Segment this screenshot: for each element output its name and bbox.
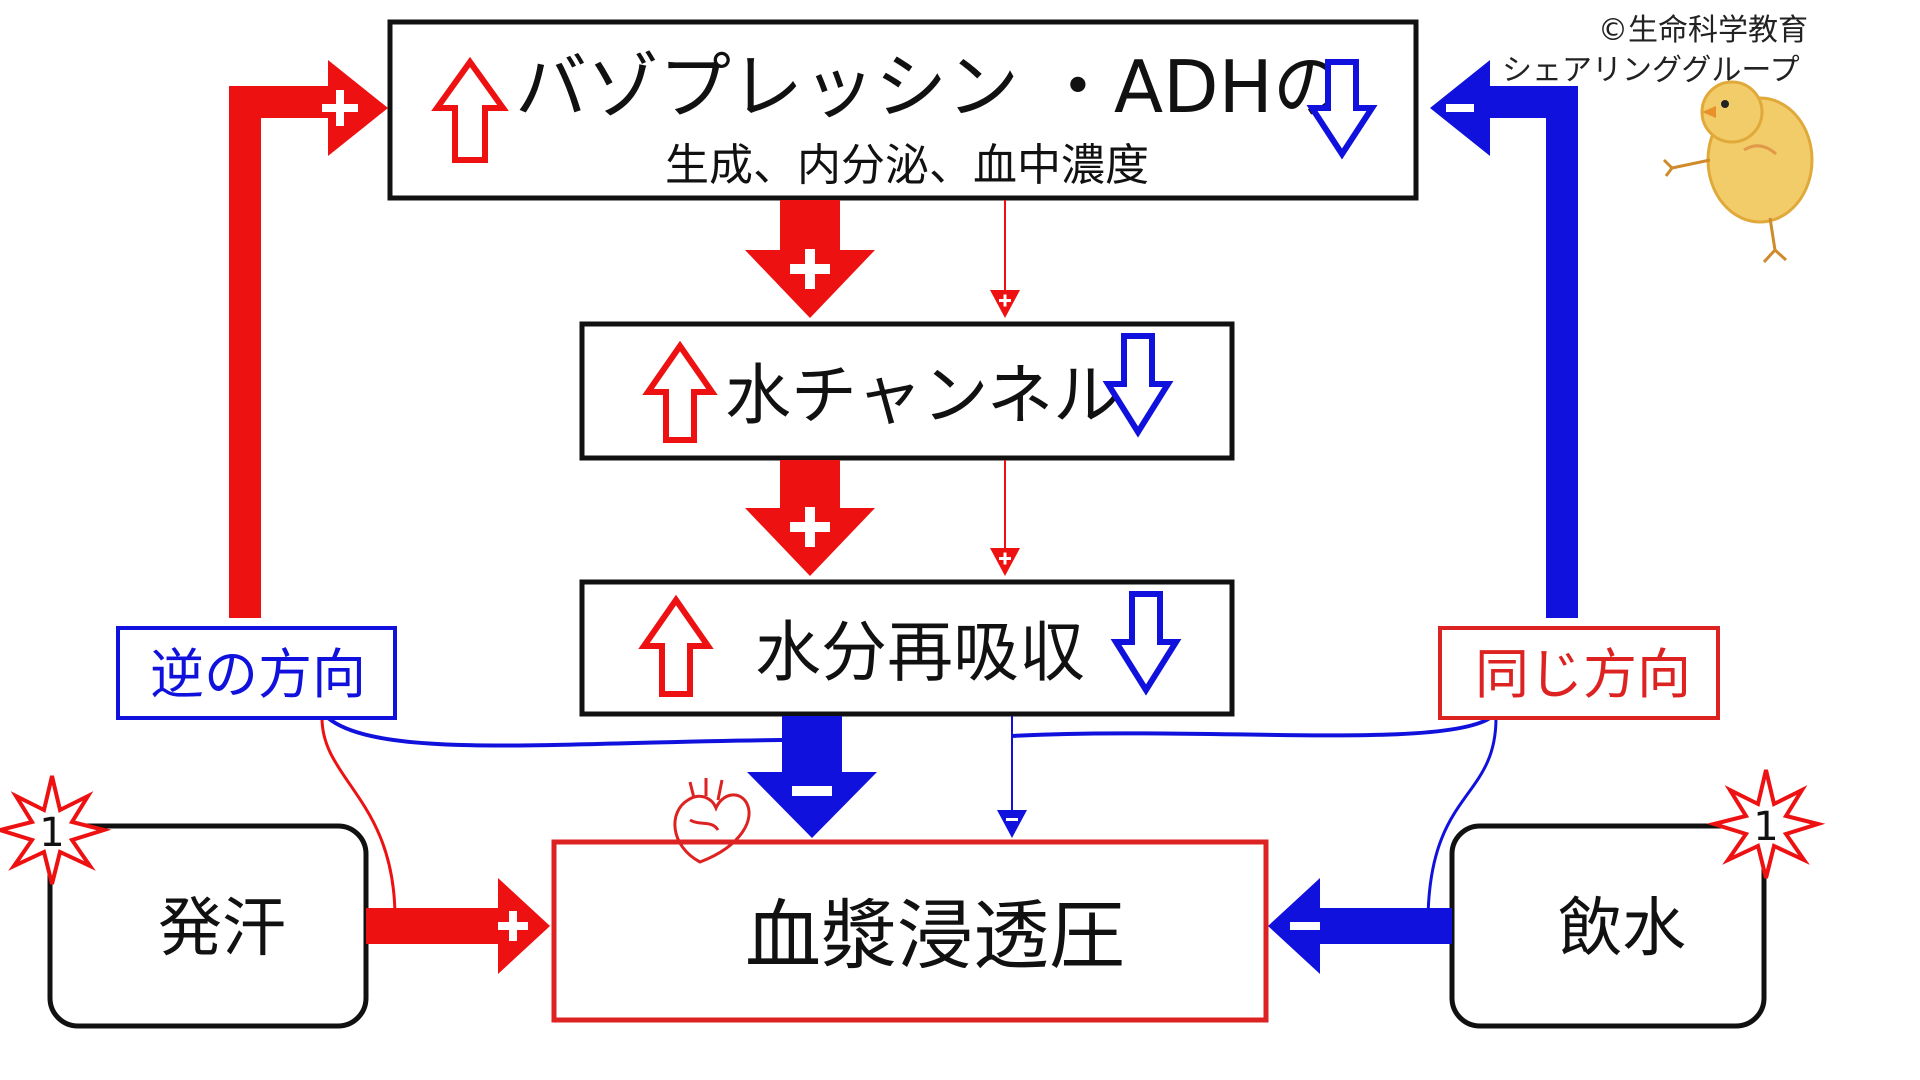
opposite-connector-lines [320, 716, 783, 919]
drinking-badge-number: 1 [1753, 804, 1778, 850]
drinking-box: 飲水 [1449, 823, 1767, 1029]
arrow-reabsorption-to-plasma [747, 716, 877, 838]
drinking-label: 飲水 [1558, 892, 1686, 966]
opposite-direction-label: 逆の方向 [150, 643, 366, 706]
same-connector-lines [1011, 716, 1498, 919]
decrease-arrow-icon [1102, 333, 1174, 438]
copyright-line-2: シェアリンググループ [1502, 53, 1800, 88]
vasopressin-box: バゾプレッシン ・ADHの 生成、内分泌、血中濃度 [387, 19, 1419, 201]
increase-arrow-icon [431, 56, 509, 163]
water-reabsorption-box: 水分再吸収 [579, 579, 1235, 717]
vasopressin-title: バゾプレッシン ・ADHの [515, 45, 1345, 129]
water-channel-label: 水チャンネル [725, 357, 1119, 434]
arrow-channel-to-reabsorption [745, 460, 875, 576]
sweating-label: 発汗 [158, 892, 286, 966]
sweating-badge-number: 1 [39, 810, 64, 856]
increase-arrow-icon [642, 340, 718, 443]
left-feedback-plus-sign [322, 90, 358, 126]
thin-arrow-vasopressin-to-channel [990, 200, 1020, 318]
arrow-sweating-to-plasma [366, 878, 550, 974]
left-feedback-arrow [229, 60, 388, 618]
increase-arrow-icon [638, 594, 714, 697]
right-feedback-minus-sign [1446, 104, 1474, 112]
same-direction-label: 同じ方向 [1475, 643, 1691, 706]
plasma-osmolality-box: 血漿浸透圧 [551, 839, 1269, 1023]
heart-icon [673, 778, 751, 864]
plasma-osmolality-label: 血漿浸透圧 [745, 891, 1125, 980]
decrease-arrow-icon [1110, 591, 1182, 696]
opposite-direction-label-box: 逆の方向 [116, 626, 397, 720]
water-reabsorption-label: 水分再吸収 [755, 614, 1085, 691]
drinking-burst-badge: 1 [1706, 769, 1826, 879]
sweating-box: 発汗 [47, 823, 369, 1029]
thin-arrow-reabsorption-to-plasma [997, 716, 1027, 838]
arrow-drinking-to-plasma [1268, 878, 1452, 974]
water-channel-box: 水チャンネル [579, 321, 1235, 461]
same-direction-label-box: 同じ方向 [1438, 626, 1720, 720]
vasopressin-subtitle: 生成、内分泌、血中濃度 [665, 140, 1149, 191]
copyright-line-1: ©生命科学教育 [1598, 13, 1808, 48]
sweating-burst-badge: 1 [0, 775, 112, 885]
thin-arrow-channel-to-reabsorption [990, 460, 1020, 576]
decrease-arrow-icon [1306, 59, 1378, 160]
chick-illustration [1662, 80, 1814, 264]
arrow-vasopressin-to-channel [745, 200, 875, 318]
right-feedback-arrow [1430, 60, 1578, 618]
